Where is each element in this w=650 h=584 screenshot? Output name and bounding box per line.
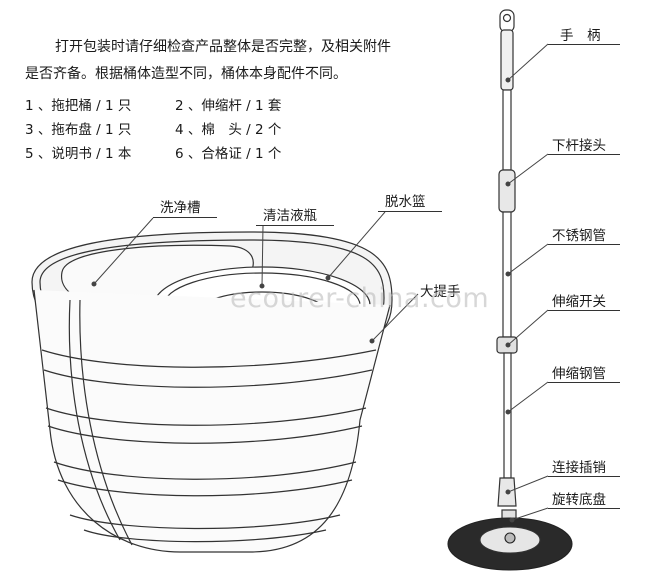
label-spin-basket: 脱水篮 [385, 194, 426, 210]
part-item: 3 、拖布盘 / 1 只 [25, 122, 132, 138]
label-steel-tube: 不锈钢管 [552, 228, 606, 244]
label-telescopic-tube: 伸缩钢管 [552, 366, 606, 382]
parts-row: 5 、说明书 / 1 本 6 、合格证 / 1 个 [25, 142, 281, 166]
label-underline [548, 154, 620, 155]
bucket-leaders [91, 211, 419, 344]
parts-list: 1 、拖把桶 / 1 只 2 、伸缩杆 / 1 套 3 、拖布盘 / 1 只 4… [25, 94, 281, 166]
part-item: 5 、说明书 / 1 本 [25, 146, 132, 162]
label-rotating-base: 旋转底盘 [552, 492, 606, 508]
label-underline [548, 44, 620, 45]
intro-text: 打开包装时请仔细检查产品整体是否完整，及相关附件 是否齐备。根据桶体造型不同，桶… [25, 34, 485, 88]
label-cleaner-bottle: 清洁液瓶 [263, 208, 317, 224]
label-underline [548, 382, 620, 383]
parts-row: 1 、拖把桶 / 1 只 2 、伸缩杆 / 1 套 [25, 94, 281, 118]
label-grip: 手 柄 [560, 28, 601, 44]
label-underline [378, 211, 442, 212]
label-underline [548, 310, 620, 311]
label-carry-handle: 大提手 [420, 284, 461, 300]
watermark: ecourer-china.com [230, 283, 490, 314]
mop-leaders [505, 43, 549, 523]
part-item: 6 、合格证 / 1 个 [175, 146, 282, 162]
spin-mop [480, 9, 538, 555]
parts-row: 3 、拖布盘 / 1 只 4 、棉 头 / 2 个 [25, 118, 281, 142]
label-wash-tank: 洗净槽 [160, 200, 201, 216]
part-item: 2 、伸缩杆 / 1 套 [175, 98, 282, 114]
label-underline [256, 225, 334, 226]
part-item: 1 、拖把桶 / 1 只 [25, 98, 132, 114]
intro-line-2: 是否齐备。根据桶体造型不同，桶体本身配件不同。 [25, 66, 347, 82]
label-telescopic-switch: 伸缩开关 [552, 294, 606, 310]
mop-bucket [31, 231, 393, 553]
part-item: 4 、棉 头 / 2 个 [175, 122, 282, 138]
label-underline [548, 244, 620, 245]
label-lower-joint: 下杆接头 [552, 138, 606, 154]
intro-line-1: 打开包装时请仔细检查产品整体是否完整，及相关附件 [55, 39, 391, 55]
label-underline [153, 217, 217, 218]
mop-head [447, 517, 573, 571]
label-connector-pin: 连接插销 [552, 460, 606, 476]
label-underline [548, 476, 620, 477]
label-underline [548, 508, 620, 509]
